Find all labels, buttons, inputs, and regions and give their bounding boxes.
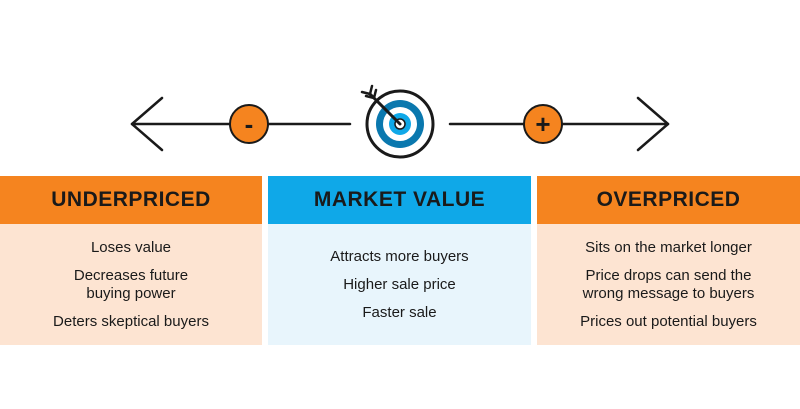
minus-label: - xyxy=(244,109,254,139)
underpriced-title: UNDERPRICED xyxy=(51,188,211,211)
underpriced-body: Loses value Decreases future buying powe… xyxy=(0,224,262,345)
list-item: Higher sale price xyxy=(343,275,456,293)
list-item: Price drops can send the wrong message t… xyxy=(582,266,755,302)
market-value-body: Attracts more buyers Higher sale price F… xyxy=(268,224,531,345)
list-item: Decreases future buying power xyxy=(73,266,189,302)
price-scale: - + xyxy=(0,0,800,175)
list-item: Deters skeptical buyers xyxy=(53,312,209,330)
plus-label: + xyxy=(535,109,551,139)
market-value-header: MARKET VALUE xyxy=(268,176,531,224)
target-icon xyxy=(360,84,435,159)
market-value-panel: MARKET VALUE Attracts more buyers Higher… xyxy=(268,176,531,345)
overpriced-header: OVERPRICED xyxy=(537,176,800,224)
underpriced-panel: UNDERPRICED Loses value Decreases future… xyxy=(0,176,262,345)
list-item: Sits on the market longer xyxy=(585,238,752,256)
list-item: Attracts more buyers xyxy=(330,247,469,265)
list-item: Loses value xyxy=(90,238,172,256)
list-item: Faster sale xyxy=(362,303,437,321)
overpriced-body: Sits on the market longer Price drops ca… xyxy=(537,224,800,345)
scale-graphic xyxy=(130,84,670,159)
list-item: Prices out potential buyers xyxy=(580,312,757,330)
underpriced-header: UNDERPRICED xyxy=(0,176,262,224)
overpriced-title: OVERPRICED xyxy=(596,188,741,211)
market-value-title: MARKET VALUE xyxy=(313,188,486,211)
overpriced-panel: OVERPRICED Sits on the market longer Pri… xyxy=(537,176,800,345)
plus-badge: + xyxy=(523,104,563,144)
minus-badge: - xyxy=(229,104,269,144)
